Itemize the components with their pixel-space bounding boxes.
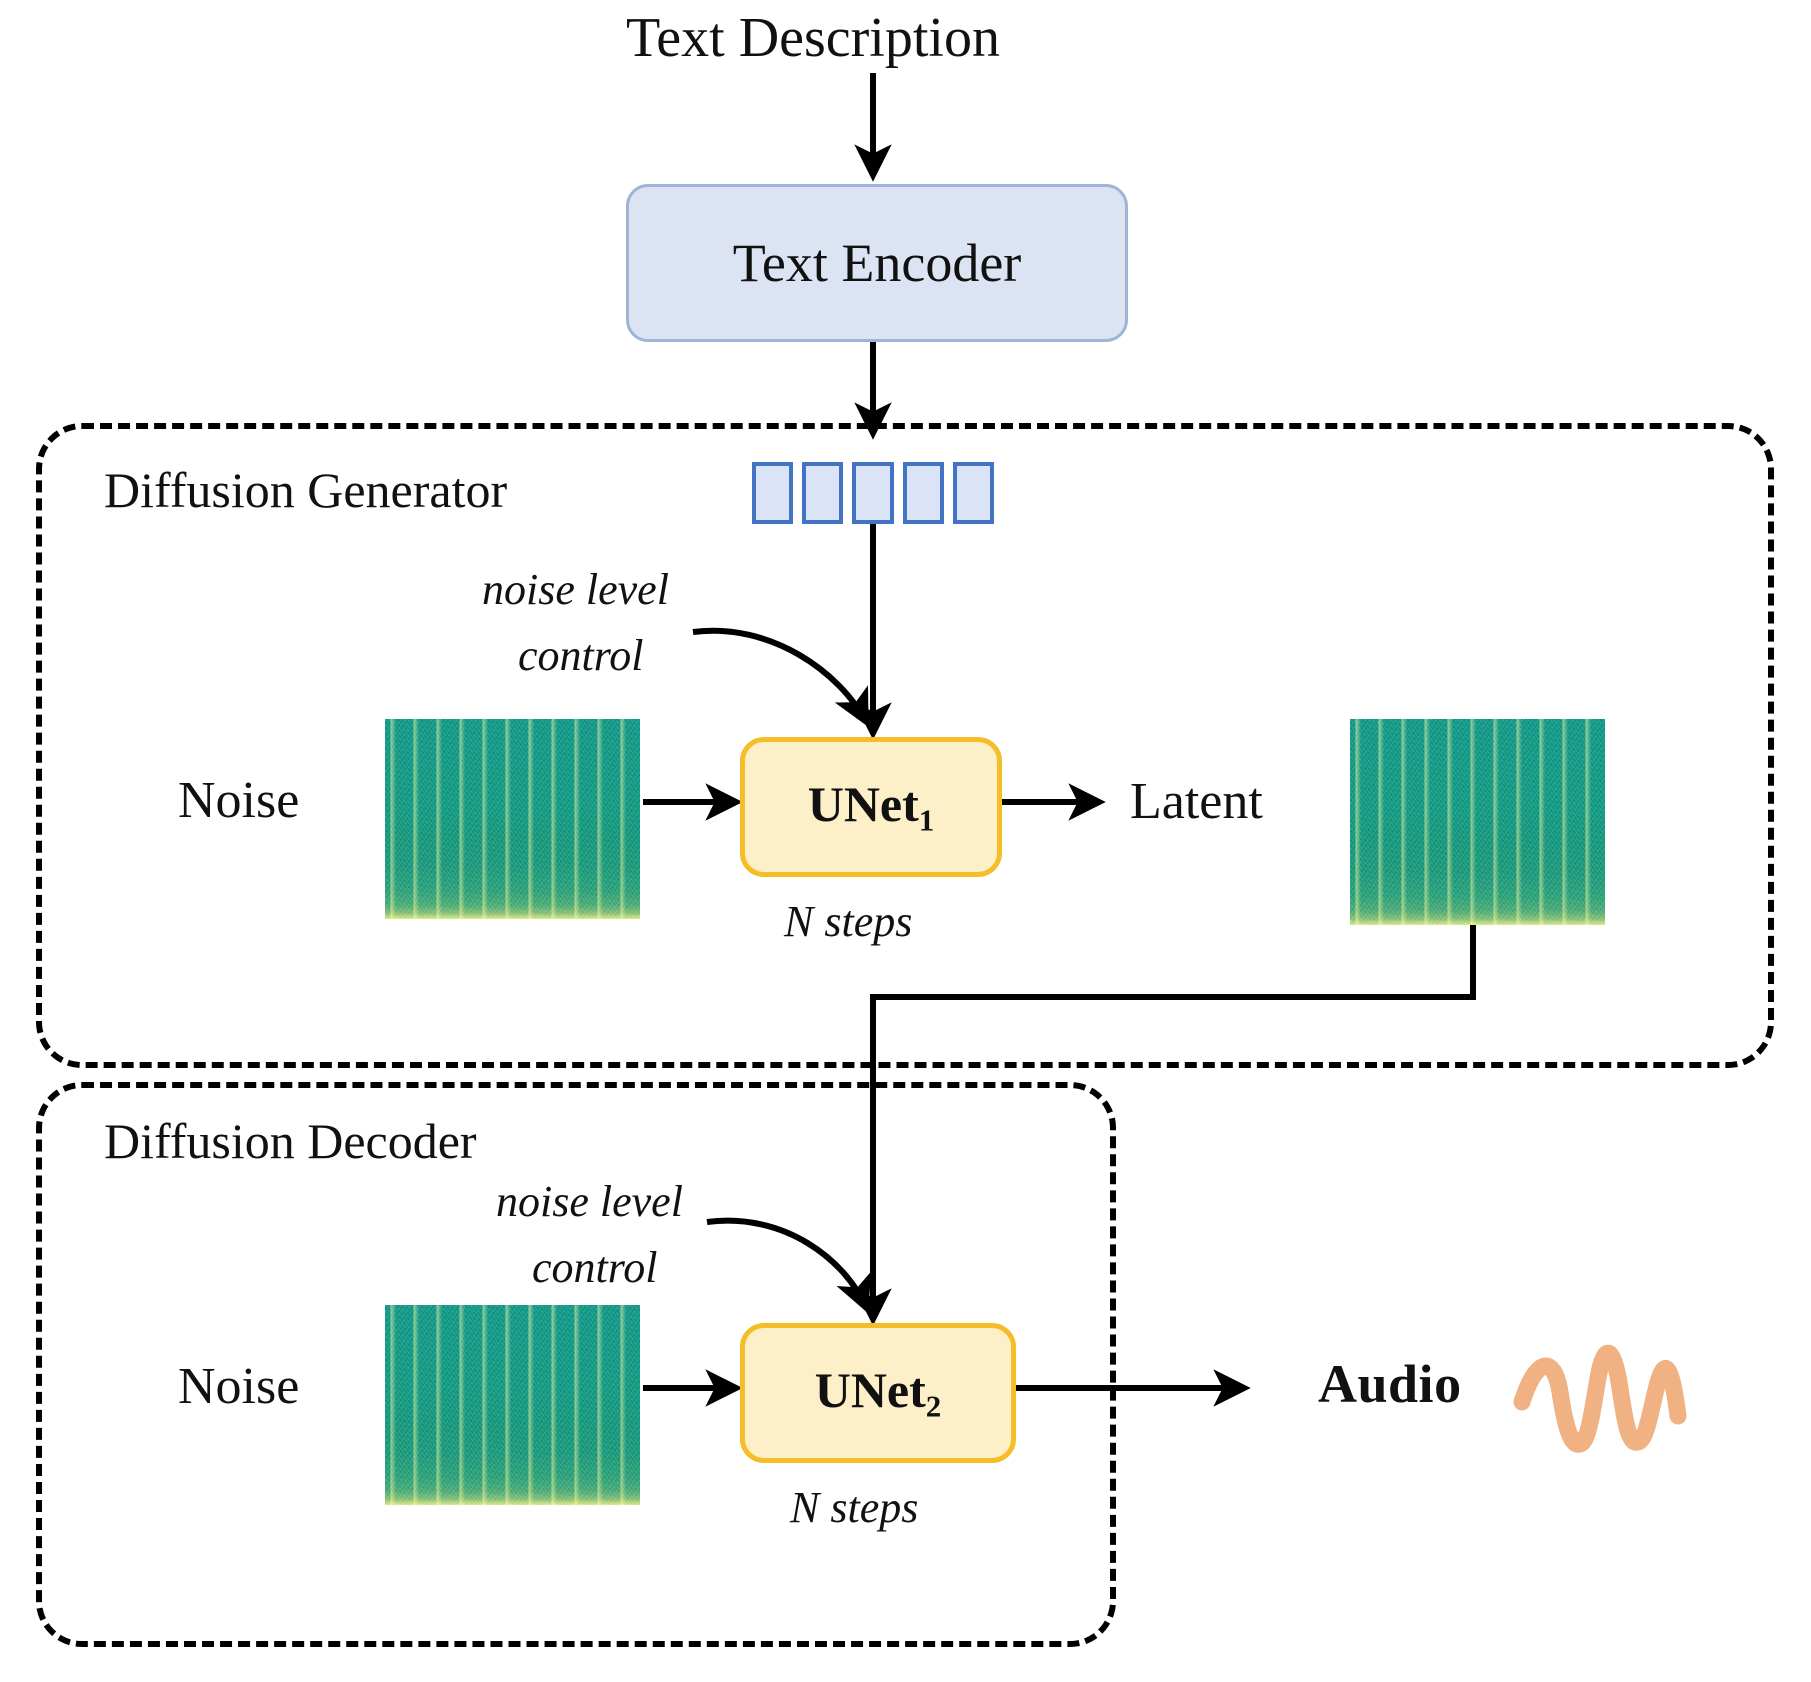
text-encoder-label: Text Encoder [732,233,1022,293]
noise-level-control-line1-decoder: noise level [496,1177,683,1226]
token-box [902,462,944,524]
diffusion-decoder-label: Diffusion Decoder [104,1113,477,1169]
diffusion-generator-label: Diffusion Generator [104,462,508,518]
noise-label-decoder: Noise [178,1358,300,1415]
noise-level-control-line1-generator: noise level [482,565,669,614]
audio-waveform-icon [1513,1344,1687,1453]
audio-output-label: Audio [1318,1354,1462,1414]
latent-label: Latent [1130,773,1263,830]
token-box [752,462,794,524]
unet1-box[interactable]: UNet1 [740,737,1002,877]
diffusion-generator-group [36,423,1774,1068]
text-description-label: Text Description [626,7,1000,69]
text-embedding-tokens [752,462,995,524]
noise-spectrogram-decoder [385,1305,640,1505]
noise-spectrogram-generator [385,719,640,919]
text-encoder-box[interactable]: Text Encoder [626,184,1128,342]
noise-level-control-line2-generator: control [518,631,644,680]
unet2-subscript: 2 [925,1388,942,1424]
unet2-box[interactable]: UNet2 [740,1323,1016,1463]
unet1-label: UNet1 [807,775,935,838]
noise-label-generator: Noise [178,772,300,829]
token-box [852,462,894,524]
token-box [802,462,844,524]
unet1-subscript: 1 [918,802,935,838]
n-steps-label-decoder: N steps [790,1483,919,1532]
token-box [952,462,995,524]
unet2-label: UNet2 [814,1361,942,1424]
noise-level-control-line2-decoder: control [532,1243,658,1292]
diffusion-decoder-group [36,1082,1116,1647]
latent-spectrogram [1350,719,1605,925]
n-steps-label-generator: N steps [784,897,913,946]
